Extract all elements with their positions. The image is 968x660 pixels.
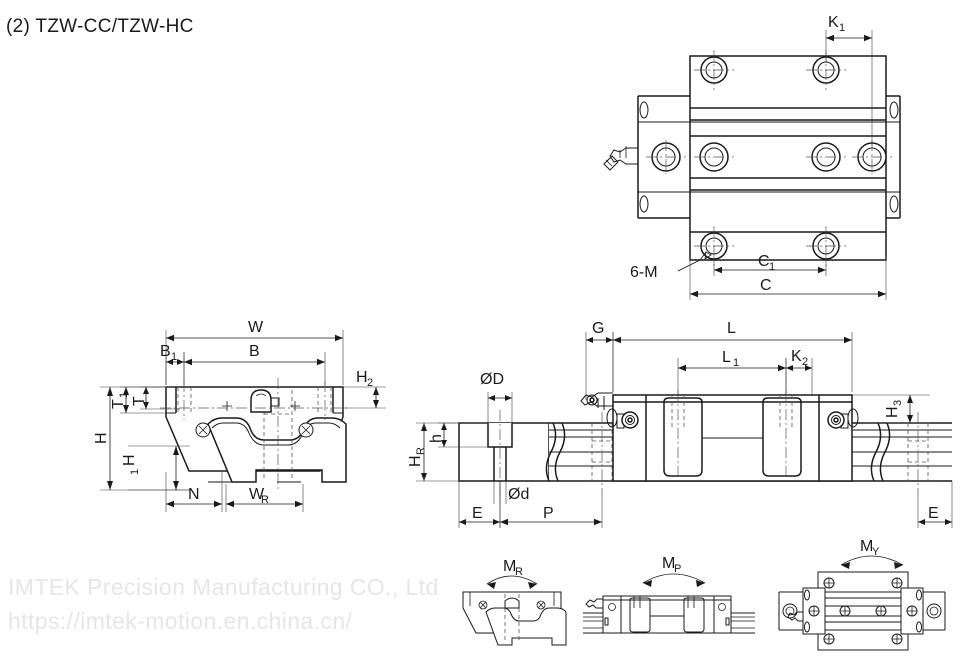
rail-end-section [458, 410, 550, 500]
grease-nipple-top [603, 146, 638, 171]
label-mp: M [662, 555, 675, 572]
label-h1-sub: 1 [129, 469, 141, 475]
front-grease-nipple [250, 389, 280, 413]
dim-k1 [825, 30, 873, 146]
label-c: C [760, 277, 772, 294]
label-my: M [860, 538, 873, 555]
label-e-left: E [472, 505, 483, 522]
dim-c1 [713, 256, 827, 276]
dim-c [689, 256, 887, 300]
dim-h2 [343, 386, 386, 409]
label-t: T [131, 396, 148, 406]
top-view-rail-overlay [690, 121, 886, 193]
my-assembly [778, 571, 946, 651]
label-g: G [592, 320, 604, 337]
watermark-url: https://imtek-motion.en.china.cn/ [8, 608, 353, 634]
dim-g [585, 332, 614, 400]
dim-b [183, 352, 326, 385]
mr-carriage [462, 591, 567, 646]
label-b1-sub: 1 [171, 351, 177, 363]
label-b: B [249, 343, 260, 360]
front-center-marks [222, 401, 300, 411]
mounting-hole [694, 50, 734, 90]
label-hr-sub: R [415, 447, 427, 455]
dim-wr [225, 484, 304, 512]
dim-h3 [852, 394, 930, 424]
label-my-sub: Y [872, 546, 880, 558]
front-bolt-holes-hidden [177, 387, 332, 414]
dim-l1 [677, 358, 787, 396]
dim-h1 [128, 445, 190, 491]
label-c1-sub: 1 [769, 261, 775, 273]
label-h3-sub: 3 [892, 400, 904, 406]
label-mp-sub: P [674, 563, 681, 575]
label-h2-sub: 2 [367, 377, 373, 389]
label-mr: M [503, 558, 516, 575]
page-title: (2) TZW-CC/TZW-HC [6, 16, 194, 37]
dim-l [612, 332, 853, 392]
top-view: 6-M K 1 C 1 [603, 14, 901, 300]
label-l1-sub: 1 [733, 357, 739, 369]
label-k1-sub: 1 [839, 22, 845, 34]
label-h3: H [884, 406, 901, 418]
label-h-small: h [428, 434, 445, 443]
label-k2: K [791, 348, 802, 365]
label-c1: C [758, 253, 770, 270]
moment-mp: M P [583, 555, 755, 634]
label-l: L [727, 320, 736, 337]
label-p: P [543, 505, 554, 522]
label-mr-sub: R [515, 566, 523, 578]
dim-p [499, 481, 603, 528]
label-od-big: ØD [480, 371, 504, 388]
mp-assembly [583, 595, 755, 634]
label-t1-sub: 1 [118, 392, 130, 398]
dim-h-small [438, 422, 489, 448]
moment-my: M Y [778, 538, 946, 651]
label-hr: H [407, 455, 424, 467]
label-wr: W [249, 486, 265, 503]
label-e-right: E [928, 505, 939, 522]
label-h1: H [121, 454, 138, 466]
dim-w [165, 330, 344, 385]
side-fastener [621, 411, 639, 429]
front-side-fastener [298, 422, 314, 438]
front-section-view: W B 1 B [93, 319, 386, 512]
moment-mr: M R [462, 558, 567, 646]
mounting-holes [646, 50, 892, 266]
label-k2-sub: 2 [802, 356, 808, 368]
side-grease-nipple [580, 392, 859, 428]
mounting-hole [806, 142, 846, 172]
label-w: W [248, 319, 264, 336]
front-side-fastener [195, 422, 211, 438]
dim-e-right [917, 481, 953, 528]
label-wr-sub: R [261, 494, 269, 506]
side-fastener [827, 411, 845, 429]
side-view: G L L 1 [407, 320, 953, 528]
dim-od-small [493, 481, 507, 504]
dim-k2 [785, 358, 813, 396]
dim-n [165, 472, 223, 512]
label-b1: B [160, 343, 171, 360]
label-k1: K [828, 14, 839, 31]
six-m-leader [677, 251, 712, 272]
label-6m: 6-M [630, 264, 658, 281]
label-od-small: Ød [508, 486, 529, 503]
label-h2: H [356, 369, 368, 386]
label-l1: L [722, 349, 731, 366]
label-n: N [188, 486, 200, 503]
side-carriage [612, 390, 853, 482]
label-t1: T [110, 399, 127, 409]
label-h: H [93, 432, 110, 444]
rail-hole [646, 140, 686, 174]
dim-t1 [120, 386, 170, 414]
mounting-hole [694, 142, 734, 172]
watermark-company: IMTEK Precision Manufacturing CO., Ltd [8, 574, 439, 600]
dim-od-big [487, 392, 513, 425]
